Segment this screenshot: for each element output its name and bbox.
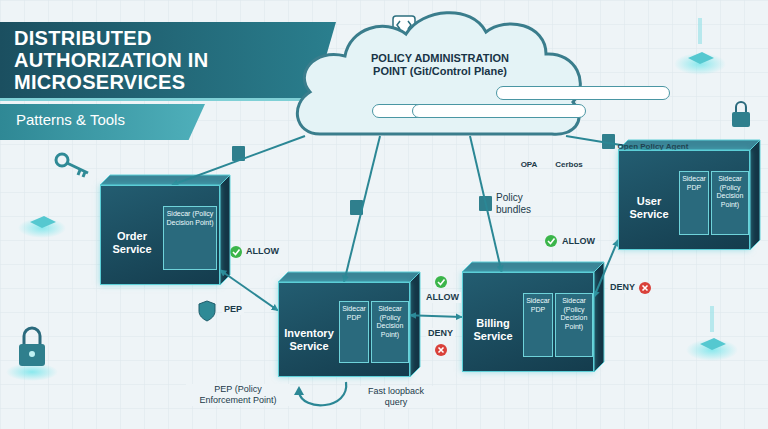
- service-name: Billing Service: [466, 317, 520, 343]
- tool-pill: Cerbos: [412, 104, 586, 118]
- sidecar-text: Sidecar (Policy Decision Point): [372, 302, 408, 342]
- sidecar-box: Sidecar (Policy Decision Point): [163, 206, 217, 270]
- sidecar-box: Sidecar (Policy Decision Point): [555, 293, 593, 357]
- diagram-title: DISTRIBUTED AUTHORIZATION IN MICROSERVIC…: [14, 27, 314, 93]
- cloud-text: POLICY ADMINISTRATION POINT (Git/Control…: [360, 52, 520, 78]
- service-name: Order Service: [104, 230, 160, 256]
- connector: [172, 136, 305, 185]
- sidecar-text: Sidecar PDP: [524, 294, 552, 317]
- sidecar-box: Sidecar PDP: [523, 293, 553, 357]
- note-label: Fast loopback query: [358, 386, 434, 408]
- title-banner: [0, 22, 336, 98]
- pill-text: OPA: [446, 159, 612, 171]
- edge-label: ALLOW: [424, 292, 461, 303]
- edge-label: ALLOW: [244, 246, 281, 257]
- sidecar-box: Sidecar PDP: [679, 171, 709, 235]
- note-label: DENY: [608, 282, 637, 293]
- sidecar-box: Sidecar (Policy Decision Point): [371, 301, 409, 363]
- allow-check: [545, 235, 557, 247]
- service-cube: Billing ServiceSidecar PDPSidecar (Polic…: [462, 272, 594, 372]
- glow-tile: [18, 216, 66, 238]
- key-icon: [56, 154, 88, 177]
- service-cube: Order ServiceSidecar (Policy Decision Po…: [100, 185, 220, 285]
- service-cube: User ServiceSidecar PDPSidecar (Policy D…: [618, 150, 750, 250]
- cube-top-face: [100, 175, 230, 185]
- lock-icon: [732, 102, 750, 127]
- allow-check: [230, 246, 242, 258]
- cube-side-face: [750, 140, 760, 250]
- note-label: DENY: [426, 328, 455, 339]
- loopback-arrow: [299, 382, 346, 405]
- sidecar-text: Sidecar PDP: [340, 302, 368, 325]
- service-name: User Service: [622, 195, 676, 221]
- sidecar-text: Sidecar (Policy Decision Point): [164, 207, 216, 230]
- bundle-doc: [232, 134, 615, 215]
- cube-top-face: [462, 262, 604, 272]
- service-name: Inventory Service: [282, 327, 336, 353]
- subtitle-band: Patterns & Tools: [0, 104, 205, 140]
- policy-cloud: POLICY ADMINISTRATION POINT (Git/Control…: [290, 4, 590, 136]
- deny-cross: [435, 344, 447, 356]
- band-text: Patterns & Tools: [0, 104, 205, 136]
- sidecar-text: Sidecar (Policy Decision Point): [712, 172, 748, 212]
- allow-check: [435, 276, 447, 288]
- tool-pill: Open Policy Agent: [496, 86, 670, 100]
- service-cube: Inventory ServiceSidecar PDPSidecar (Pol…: [278, 282, 410, 377]
- cube-top-face: [278, 272, 420, 282]
- glow-tile: [686, 306, 738, 361]
- sidecar-text: Sidecar (Policy Decision Point): [556, 294, 592, 334]
- glow-tile: [674, 18, 726, 75]
- deny-cross: [639, 282, 651, 294]
- connector: [410, 315, 462, 317]
- edge-label: Policy bundles: [494, 192, 550, 216]
- lock-icon: [6, 328, 58, 381]
- loopback-head: [294, 386, 304, 395]
- edge-label: ALLOW: [560, 236, 597, 247]
- sidecar-text: Sidecar PDP: [680, 172, 708, 195]
- connector: [344, 136, 380, 282]
- banner-stripe: [0, 98, 314, 101]
- sidecar-box: Sidecar PDP: [339, 301, 369, 363]
- shield-icon: [199, 301, 215, 321]
- cube-side-face: [410, 272, 420, 377]
- note-label: PEP: [222, 304, 244, 315]
- sidecar-box: Sidecar (Policy Decision Point): [711, 171, 749, 235]
- cube-side-face: [220, 175, 230, 285]
- note-label: PEP (Policy Enforcement Point): [186, 384, 290, 406]
